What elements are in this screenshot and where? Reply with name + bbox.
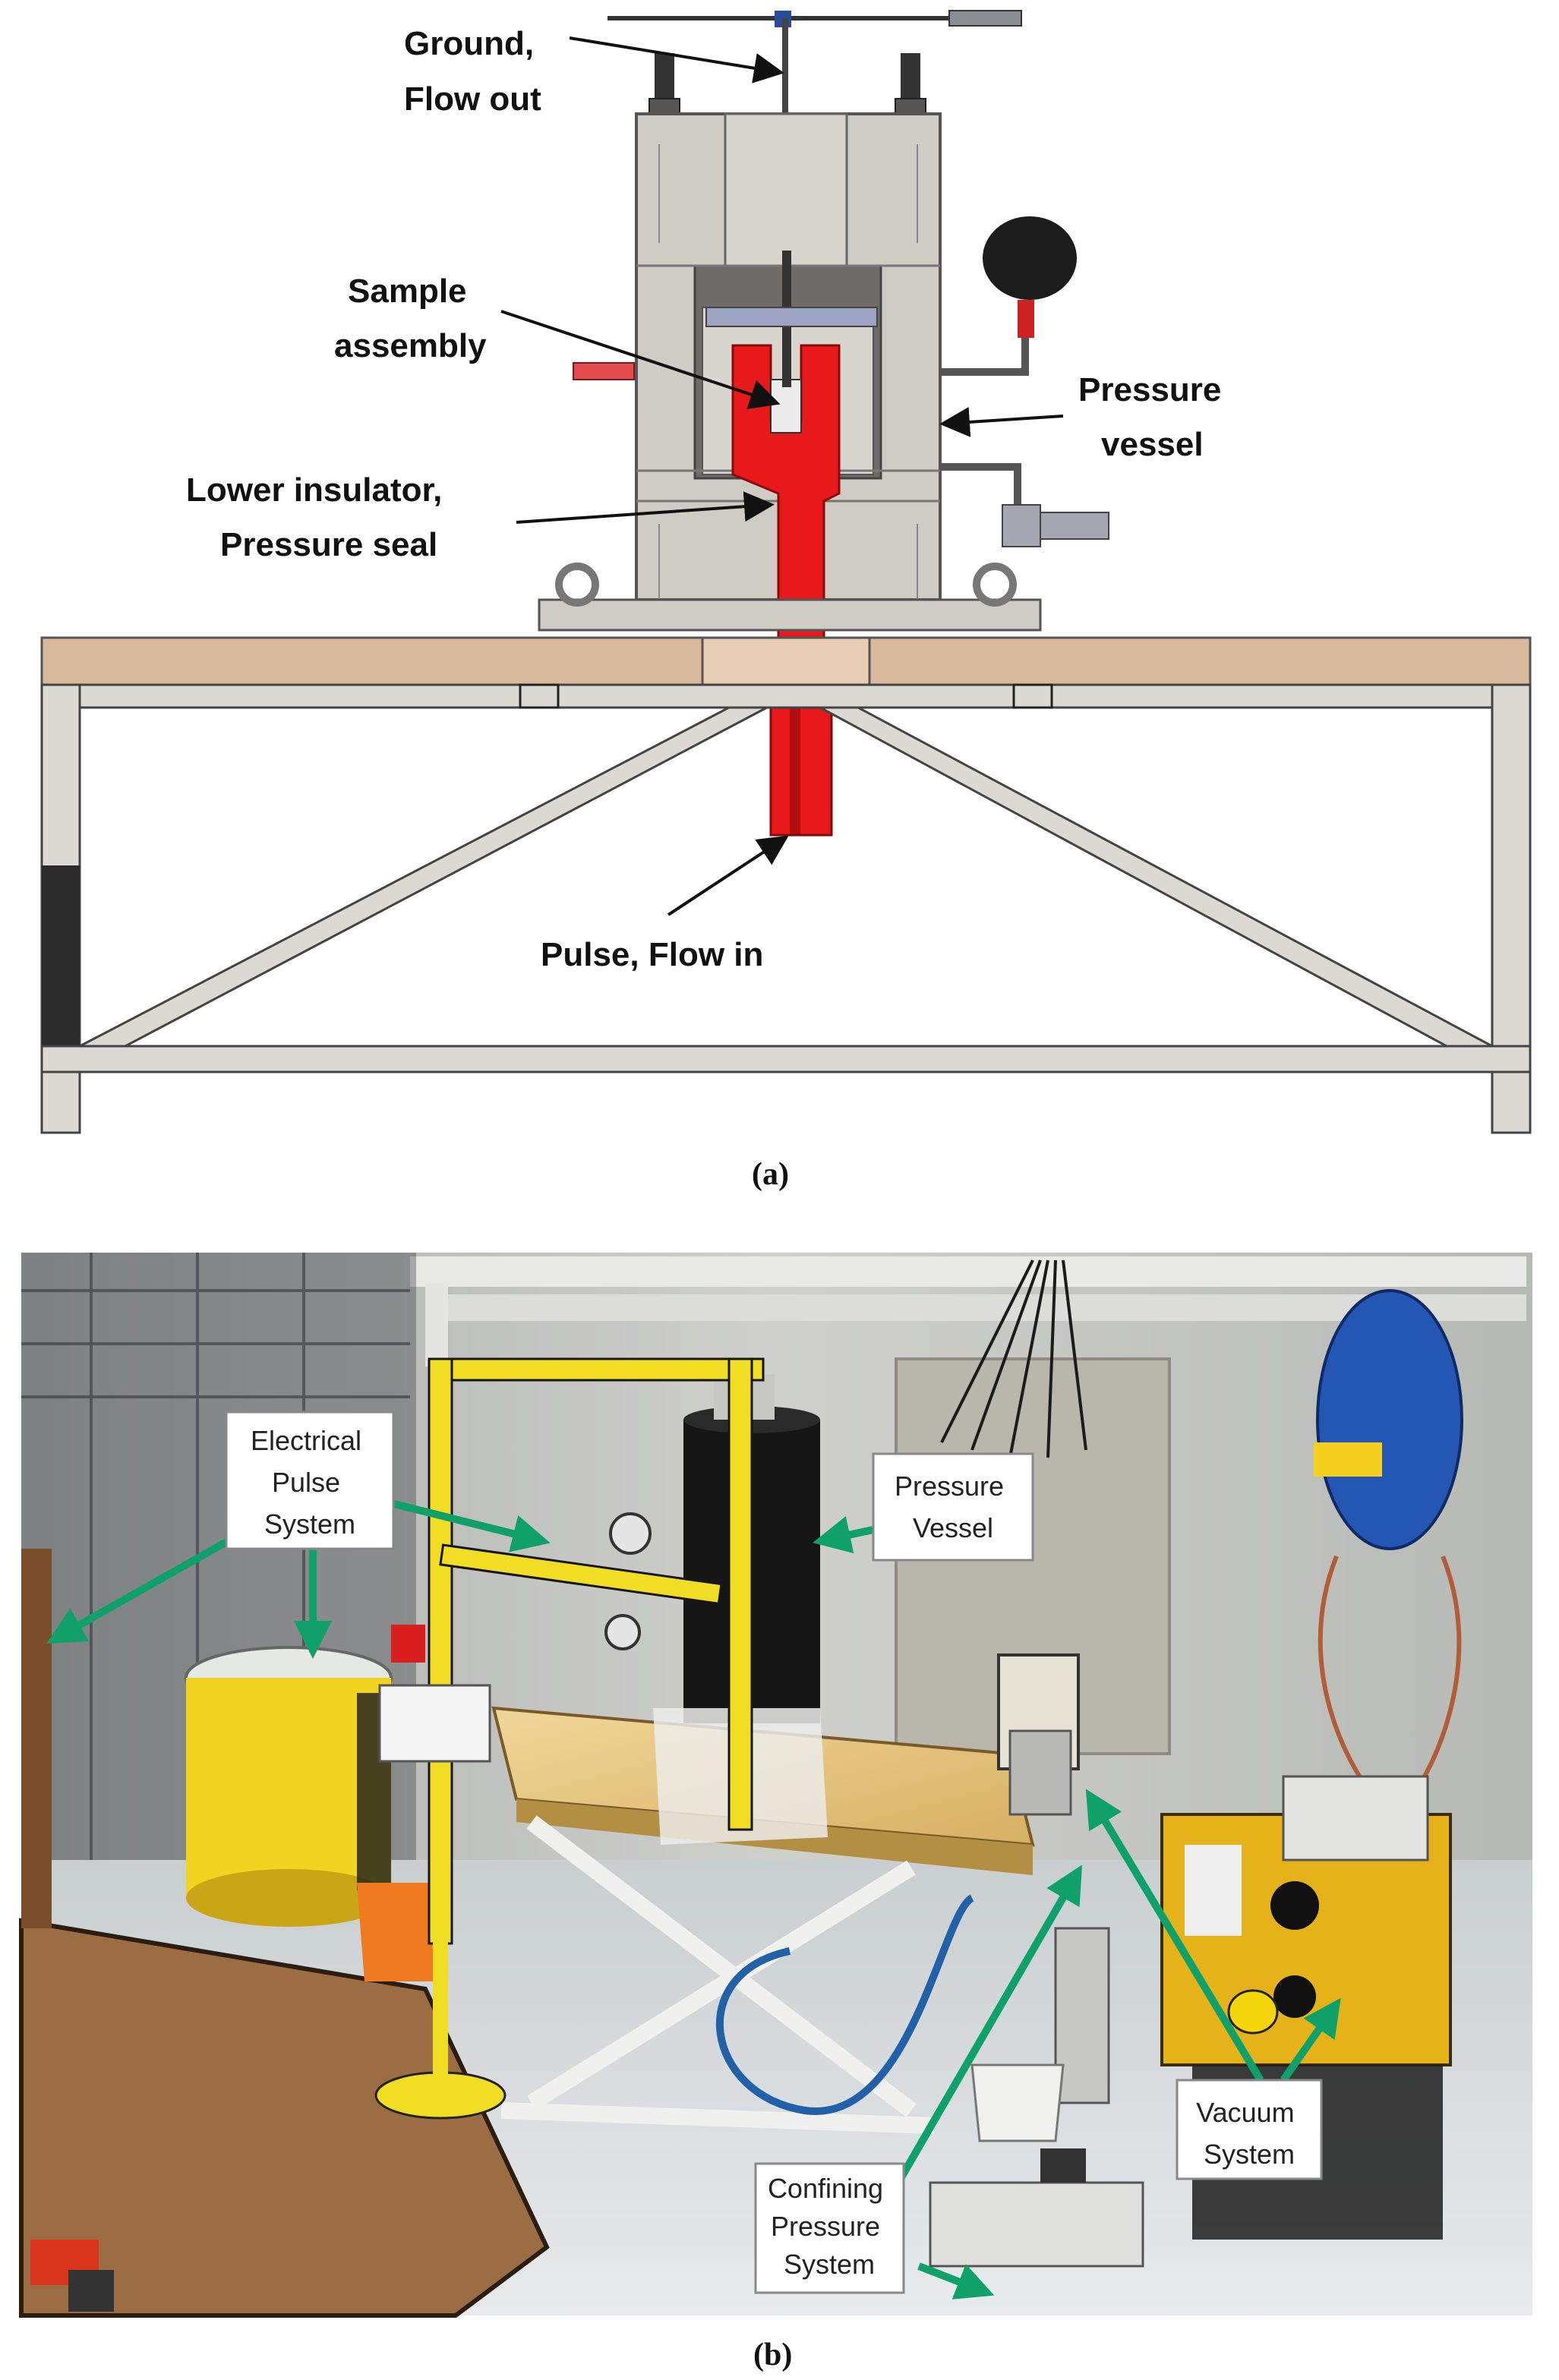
- caption-a: (a): [752, 1157, 789, 1192]
- callout-confining-pressure: Confining Pressure System: [754, 2162, 905, 2294]
- svg-text:Electrical Pulse S: Electrical Pulse System: [251, 1425, 369, 1540]
- label-sample-assembly: Sample assembly: [334, 273, 487, 364]
- callout-vacuum-system: Vacuum System: [1176, 2079, 1323, 2180]
- svg-text:Vacuum System: Vacuum System: [1196, 2097, 1302, 2170]
- label-ground: Ground, Flow out: [404, 25, 543, 118]
- svg-text:Pressure Vessel: Pressure Vessel: [895, 1471, 1011, 1543]
- callout-electrical-pulse: Electrical Pulse System: [225, 1411, 395, 1550]
- label-lower-insulator: Lower insulator, Pressure seal: [186, 471, 452, 563]
- panel-b-arrows: [46, 1499, 1341, 2300]
- label-pulse-flow-in: Pulse, Flow in: [541, 936, 763, 973]
- label-pressure-vessel-a: Pressure vessel: [1078, 371, 1231, 463]
- svg-text:Confining Pressure: Confining Pressure System: [768, 2173, 891, 2280]
- panel-a-drawing: [40, 10, 1532, 1134]
- caption-b: (b): [753, 2337, 792, 2372]
- callout-pressure-vessel: Pressure Vessel: [872, 1452, 1034, 1562]
